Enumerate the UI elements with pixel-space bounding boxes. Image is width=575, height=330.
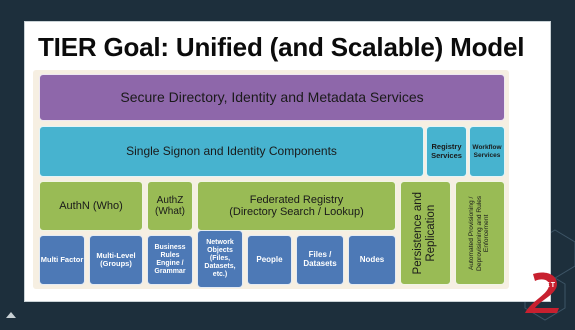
federated-registry-line1: Federated Registry [249, 193, 344, 206]
persistence-replication-text: Persistence and Replication [412, 192, 438, 274]
automated-line3: Enforcement [483, 214, 491, 252]
internet2-logo: INTERNET [511, 268, 569, 314]
automated-provisioning-box: Automated Provisioning / Deprovisioning … [455, 181, 505, 285]
network-objects-label: Network Objects (Files, Datasets, etc.) [204, 239, 236, 278]
people-label: People [256, 254, 283, 264]
people-box: People [247, 235, 292, 285]
slide-nav-icon[interactable] [6, 312, 16, 318]
authz-box: AuthZ (What) [147, 181, 193, 231]
nodes-label: Nodes [359, 254, 385, 264]
single-signon-label: Single Signon and Identity Components [126, 143, 337, 158]
federated-registry-line2: (Directory Search / Lookup) [229, 206, 364, 218]
slide: TIER Goal: Unified (and Scalable) Model … [25, 22, 550, 301]
slide-title: TIER Goal: Unified (and Scalable) Model [38, 32, 525, 62]
workflow-services-box: Workflow Services [469, 126, 505, 177]
registry-services-label: Registry Services [431, 142, 462, 160]
authn-box: AuthN (Who) [39, 181, 143, 231]
internet-logo-text: INTERNET [513, 282, 556, 289]
multi-factor-label: Multi Factor [40, 254, 84, 264]
files-datasets-label: Files / Datasets [303, 250, 337, 268]
secure-directory-box: Secure Directory, Identity and Metadata … [39, 74, 505, 121]
automated-line2: Deprovisioning and Rules [476, 195, 484, 271]
business-rules-label: Business Rules Engine / Grammar [154, 244, 186, 275]
federated-registry-text: Federated Registry (Directory Search / L… [229, 194, 364, 219]
persistence-replication-box: Persistence and Replication [400, 181, 451, 285]
model-diagram: Secure Directory, Identity and Metadata … [33, 70, 509, 289]
business-rules-box: Business Rules Engine / Grammar [147, 235, 193, 285]
multi-level-label: Multi-Level (Groups) [96, 250, 136, 268]
files-datasets-box: Files / Datasets [296, 235, 344, 285]
single-signon-box: Single Signon and Identity Components [39, 126, 424, 177]
automated-provisioning-text: Automated Provisioning / Deprovisioning … [469, 195, 492, 270]
persistence-line2: Replication [425, 204, 438, 262]
secure-directory-label: Secure Directory, Identity and Metadata … [120, 88, 424, 105]
automated-line1: Automated Provisioning / [468, 196, 476, 270]
nodes-box: Nodes [348, 235, 396, 285]
persistence-line1: Persistence and [412, 191, 425, 275]
federated-registry-box: Federated Registry (Directory Search / L… [197, 181, 396, 231]
multi-level-box: Multi-Level (Groups) [89, 235, 143, 285]
registry-services-box: Registry Services [426, 126, 467, 177]
multi-factor-box: Multi Factor [39, 235, 85, 285]
authn-label: AuthN (Who) [59, 199, 123, 212]
authz-label: AuthZ (What) [155, 194, 185, 217]
network-objects-box: Network Objects (Files, Datasets, etc.) [197, 230, 243, 288]
workflow-services-label: Workflow Services [472, 144, 502, 159]
internet2-logo-mark [525, 272, 559, 313]
